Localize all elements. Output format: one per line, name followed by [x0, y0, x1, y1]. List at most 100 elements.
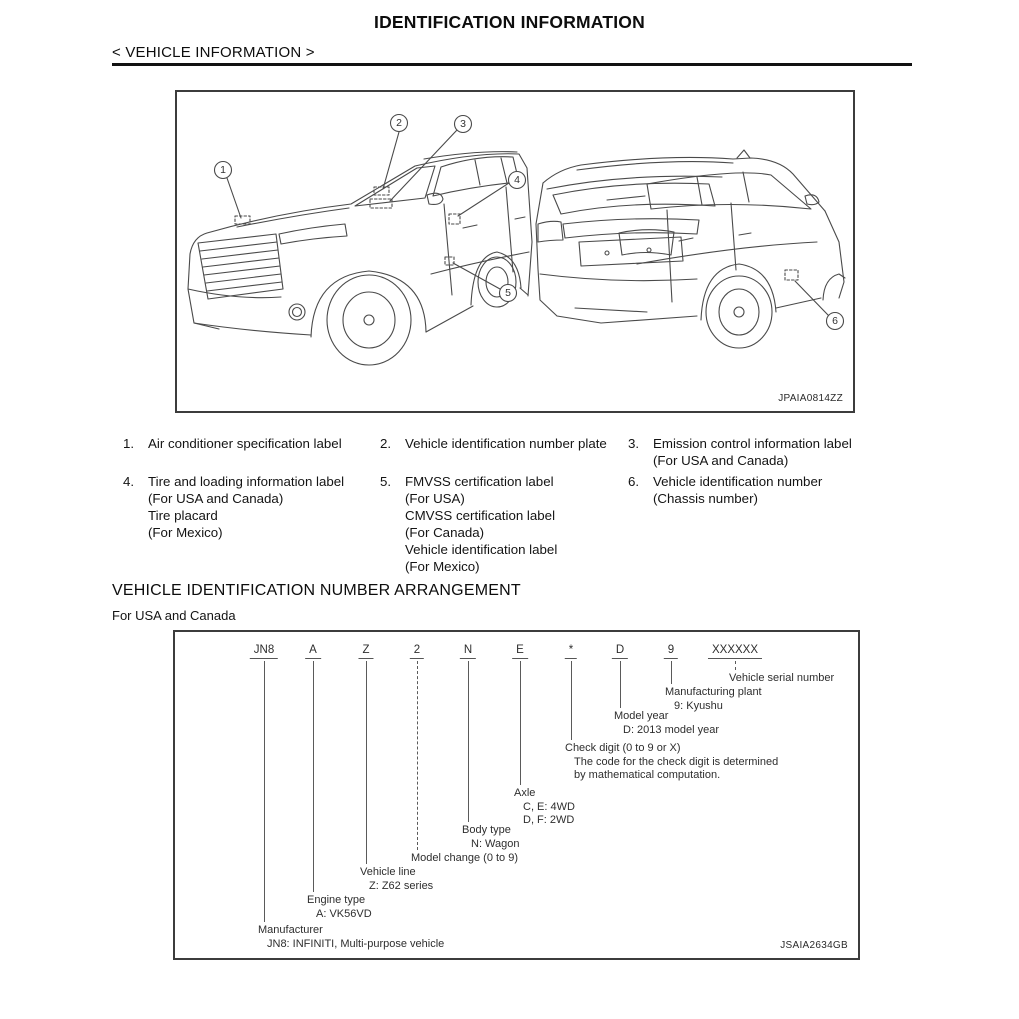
vin-region-label: For USA and Canada — [112, 608, 236, 623]
callout-number-6: 6 — [832, 315, 838, 327]
page-title: IDENTIFICATION INFORMATION — [374, 12, 645, 32]
vin-position-code-8: D — [611, 644, 629, 659]
callout-number-3: 3 — [460, 118, 466, 130]
vin-leader-line — [366, 661, 367, 864]
callouts — [213, 113, 845, 331]
legend-item-line: CMVSS certification label — [405, 508, 556, 523]
vin-leader-line — [620, 661, 621, 708]
figure-code: JPAIA0814ZZ — [778, 393, 843, 404]
vin-position-label-line: D: 2013 model year — [623, 723, 719, 736]
legend-item-6: 6. Vehicle identification number (Chassis … — [628, 473, 822, 507]
legend-item-text: Vehicle identification number (Chassis nu… — [653, 473, 822, 507]
section-subtitle: < VEHICLE INFORMATION > — [112, 44, 315, 61]
callout-circle-6 — [825, 311, 845, 331]
callout-circle-2 — [389, 113, 409, 133]
vin-position-code-7: * — [564, 644, 578, 659]
vin-position-label-line: Model change (0 to 9) — [411, 852, 519, 864]
legend-item-number: 1. — [123, 436, 135, 451]
callout-number-2: 2 — [396, 117, 402, 129]
legend-item-line: (For Mexico) — [148, 525, 223, 540]
callout-number-5: 5 — [505, 287, 511, 299]
callout-circle-3 — [453, 114, 473, 134]
legend-item-3: 3. Emission control information label (For… — [628, 435, 852, 469]
vin-leader-line — [520, 661, 521, 785]
callout-number-1: 1 — [220, 164, 226, 176]
legend-item-line: (For USA and Canada) — [653, 453, 789, 468]
vin-position-label-line: Model year — [614, 710, 669, 722]
vehicle-labels-illustration: 1 2 3 4 5 6 — [187, 113, 846, 366]
legend-item-number: 6. — [628, 474, 640, 489]
vin-position-label-line: D, F: 2WD — [523, 814, 575, 826]
legend-item-line: (For USA) — [405, 491, 465, 506]
legend-item-line: (Chassis number) — [653, 491, 758, 506]
legend-item-5: 5. FMVSS certification label (For USA) CMVS… — [380, 473, 557, 575]
legend-item-line: (For Mexico) — [405, 559, 480, 574]
legend-item-text: FMVSS certification label (For USA) CMVSS … — [405, 473, 557, 575]
vin-position-code-3: Z — [358, 644, 374, 659]
vin-leader-line — [671, 661, 672, 684]
legend-item-4: 4. Tire and loading information label (For… — [123, 473, 344, 541]
legend-item-2: 2.Vehicle identification number plate — [380, 435, 607, 452]
vin-leader-line — [735, 661, 736, 670]
legend-item-text: Air conditioner specification label — [148, 435, 342, 452]
figure-code: JSAIA2634GB — [780, 940, 848, 951]
legend-item-line: Vehicle identification number plate — [405, 436, 607, 451]
vin-position-code-9: 9 — [663, 644, 679, 659]
header-rule — [112, 63, 912, 66]
legend-item-number: 4. — [123, 474, 135, 489]
legend-item-line: Air conditioner specification label — [148, 436, 342, 451]
vin-position-label-line: JN8: INFINITI, Multi-purpose vehicle — [267, 937, 445, 950]
vin-position-label-line: Axle — [514, 787, 536, 799]
label-location-marks — [234, 186, 799, 281]
vin-position-code-4: 2 — [409, 644, 425, 659]
vin-position-label-line: 9: Kyushu — [674, 699, 723, 712]
vin-position-code-1: JN8 — [249, 644, 279, 659]
vin-leader-line — [313, 661, 314, 892]
callout-number-4: 4 — [514, 174, 520, 186]
vin-position-label-line: N: Wagon — [471, 837, 520, 850]
legend-item-number: 5. — [380, 474, 392, 489]
vin-position-label-line: Engine type — [307, 894, 366, 906]
vin-position-code-10: XXXXXX — [707, 644, 763, 659]
vehicle-labels-figure: 1 2 3 4 5 6 JPAIA0814ZZ — [175, 90, 855, 413]
legend-item-line: Vehicle identification label — [405, 542, 558, 557]
legend-item-1: 1. Air conditioner specification label — [123, 435, 342, 452]
vin-leader-line — [468, 661, 469, 822]
legend-item-line: (For USA and Canada) — [148, 491, 284, 506]
legend-item-line: Vehicle identification number — [653, 474, 823, 489]
vin-position-label-line: C, E: 4WD — [523, 800, 575, 813]
vin-position-label-line: Manufacturer — [258, 924, 323, 936]
callout-circle-5 — [498, 283, 518, 303]
vin-position-label-line: Body type — [462, 824, 511, 836]
legend-item-line: Tire placard — [148, 508, 218, 523]
legend-item-text: Emission control information label (For U… — [653, 435, 852, 469]
vin-position-label-line: A: VK56VD — [316, 907, 372, 920]
legend-item-line: Tire and loading information label — [148, 474, 345, 489]
vin-position-code-6: E — [512, 644, 528, 659]
vin-position-label-line: Z: Z62 series — [369, 879, 434, 892]
legend-item-line: Emission control information label — [653, 436, 852, 451]
callout-circle-1 — [213, 160, 233, 180]
vin-position-code-2: A — [305, 644, 321, 659]
legend-item-text: Tire and loading information label (For U… — [148, 473, 344, 541]
legend-item-line: FMVSS certification label — [405, 474, 554, 489]
vin-position-label-line: Vehicle serial number — [729, 672, 835, 684]
rear-vehicle-illustration — [535, 149, 846, 349]
vin-arrangement-heading: VEHICLE IDENTIFICATION NUMBER ARRANGEMEN… — [112, 582, 521, 599]
vin-leader-line — [264, 661, 265, 922]
vin-position-code-5: N — [459, 644, 477, 659]
legend-item-line: (For Canada) — [405, 525, 485, 540]
callout-leader-lines — [226, 129, 829, 316]
callout-circle-4 — [507, 170, 527, 190]
vin-leader-line — [417, 661, 418, 850]
legend-item-text: Vehicle identification number plate — [405, 435, 607, 452]
vin-position-label-line: The code for the check digit is determin… — [574, 755, 779, 768]
vin-position-label-line: by mathematical computation. — [574, 769, 721, 781]
vin-leader-line — [571, 661, 572, 740]
legend-item-number: 3. — [628, 436, 640, 451]
front-vehicle-illustration — [187, 151, 533, 366]
vin-position-label-line: Manufacturing plant — [665, 686, 762, 698]
vin-position-label-line: Check digit (0 to 9 or X) — [565, 742, 681, 754]
